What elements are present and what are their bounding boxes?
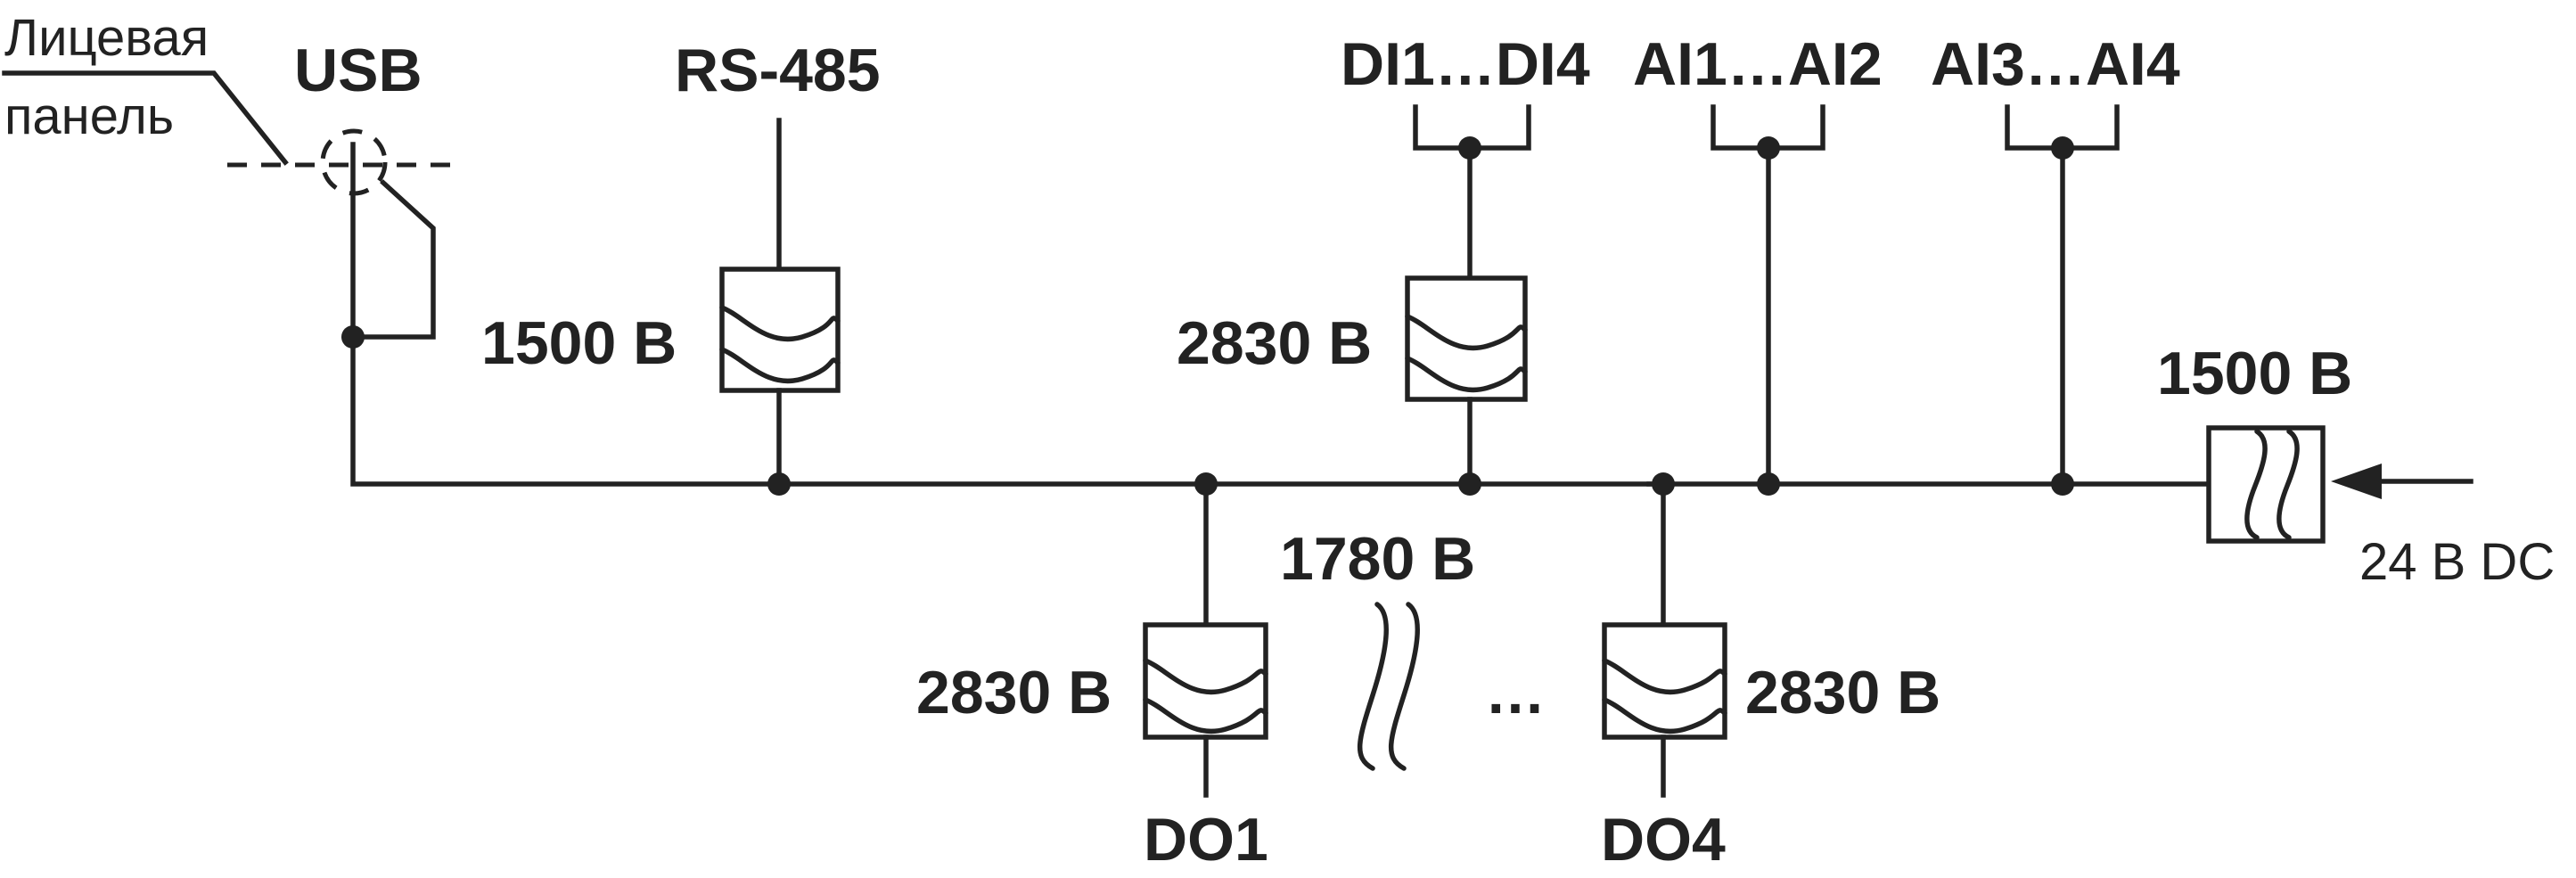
di-label: DI1…DI4 [1341, 30, 1590, 98]
usb-junction-dot [341, 325, 365, 349]
power-isolation-barrier [2206, 425, 2326, 544]
usb-shield-wire [350, 179, 436, 340]
ai34-label: AI3…AI4 [1931, 30, 2180, 98]
do-group-isolation-voltage: 1780 В [1280, 525, 1475, 593]
front-panel-label-line2: панель [4, 87, 174, 145]
front-panel-label-line1: Лицевая [4, 9, 209, 67]
rs485-junction-dot [767, 472, 791, 496]
di-isolation-voltage: 2830 В [1177, 309, 1372, 377]
do-ellipsis: … [1485, 659, 1546, 726]
power-input-arrowhead [2331, 464, 2382, 499]
do-group-isolation-symbol [1358, 602, 1420, 771]
power-isolation-voltage: 1500 В [2157, 340, 2352, 407]
do4-label: DO4 [1601, 806, 1726, 874]
do1-label: DO1 [1144, 806, 1268, 874]
do1-isolation-voltage: 2830 В [916, 659, 1112, 726]
power-input-label: 24 В DC [2359, 533, 2555, 591]
do4-isolation-voltage: 2830 В [1745, 659, 1940, 726]
rs485-label: RS-485 [675, 37, 881, 104]
rs485-isolation-voltage: 1500 В [481, 309, 677, 377]
do4-isolation-barrier [1602, 622, 1727, 740]
ai12-label: AI1…AI2 [1633, 30, 1883, 98]
usb-label: USB [294, 37, 422, 104]
do1-isolation-barrier [1143, 622, 1268, 740]
di-isolation-barrier [1405, 275, 1528, 402]
front-panel-leader-line [2, 70, 289, 166]
rs485-isolation-barrier [719, 267, 841, 393]
di-junction-dot [1458, 472, 1481, 496]
